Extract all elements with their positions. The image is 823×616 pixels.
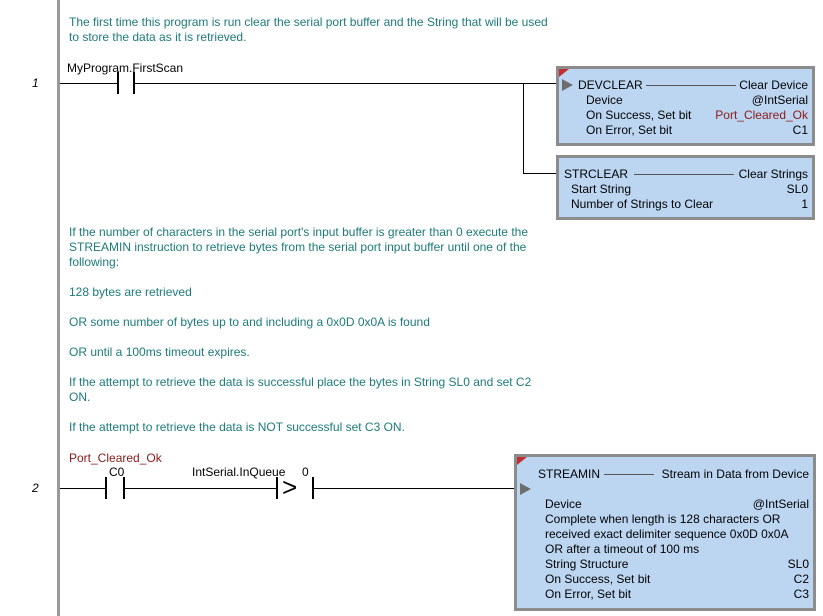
devclear-device-label: Device xyxy=(586,93,623,107)
rung1-branch-vertical xyxy=(523,83,524,174)
rung2-wire xyxy=(314,488,517,489)
rung1-wire xyxy=(60,83,117,84)
mnemonic-divider xyxy=(646,85,736,86)
comment-line: following: xyxy=(69,255,120,269)
comment-line: If the attempt to retrieve the data is N… xyxy=(69,420,405,434)
devclear-success-label: On Success, Set bit xyxy=(586,108,692,122)
comment-line: to store the data as it is retrieved. xyxy=(69,30,247,44)
left-power-rail xyxy=(57,0,60,616)
comment-line: 128 bytes are retrieved xyxy=(69,285,192,299)
streamin-device-label: Device xyxy=(545,497,582,511)
strclear-title: Clear Strings xyxy=(738,167,808,181)
devclear-error-value: C1 xyxy=(792,123,808,137)
strclear-start-label: Start String xyxy=(571,182,632,196)
contact-bar-right xyxy=(133,72,135,94)
enable-input-arrow-icon xyxy=(520,483,531,495)
mnemonic-divider xyxy=(604,474,654,475)
comment-line xyxy=(69,300,531,315)
streamin-string-value: SL0 xyxy=(787,557,809,571)
streamin-complete-line: OR after a timeout of 100 ms xyxy=(545,542,700,556)
compare-left-operand: IntSerial.InQueue xyxy=(192,465,286,479)
firstscan-contact-label: MyProgram.FirstScan xyxy=(67,61,184,75)
streamin-error-label: On Error, Set bit xyxy=(545,587,632,601)
contact-bar-right xyxy=(312,477,314,499)
comment-line: If the attempt to retrieve the data is s… xyxy=(69,375,532,389)
devclear-error-label: On Error, Set bit xyxy=(586,123,673,137)
streamin-title: Stream in Data from Device xyxy=(661,467,809,481)
streamin-instruction-box[interactable]: STREAMIN Stream in Data from Device Devi… xyxy=(514,454,816,611)
mnemonic-divider xyxy=(634,174,734,175)
comment-line: STREAMIN instruction to retrieve bytes f… xyxy=(69,240,527,254)
contact-bar-left xyxy=(117,72,119,94)
c0-contact[interactable] xyxy=(100,477,130,499)
devclear-mnemonic: DEVCLEAR xyxy=(578,78,643,92)
comment-line xyxy=(69,360,531,375)
streamin-string-label: String Structure xyxy=(545,557,629,571)
rung2-wire xyxy=(60,488,105,489)
streamin-success-value: C2 xyxy=(793,572,809,586)
instruction-flag-icon xyxy=(559,69,569,77)
streamin-complete-line: Complete when length is 128 characters O… xyxy=(545,512,781,526)
rung2-wire xyxy=(125,488,278,489)
streamin-mnemonic: STREAMIN xyxy=(538,467,601,481)
streamin-device-value: @IntSerial xyxy=(752,497,809,511)
rung2-number: 2 xyxy=(32,481,39,495)
streamin-success-label: On Success, Set bit xyxy=(545,572,651,586)
devclear-instruction-box[interactable]: DEVCLEAR Clear Device Device @IntSerial … xyxy=(556,66,815,146)
c0-contact-label: C0 xyxy=(109,465,125,479)
firstscan-contact[interactable] xyxy=(112,72,140,94)
strclear-count-label: Number of Strings to Clear xyxy=(571,197,714,211)
greater-than-operator: > xyxy=(282,472,298,502)
rung1-wire xyxy=(135,83,560,84)
streamin-error-value: C3 xyxy=(793,587,809,601)
devclear-success-value: Port_Cleared_Ok xyxy=(715,108,808,122)
comment-line xyxy=(69,330,531,345)
comment-line: The first time this program is run clear… xyxy=(69,15,548,29)
contact-bar-left xyxy=(105,477,107,499)
contact-bar-right xyxy=(123,477,125,499)
comment-line: OR until a 100ms timeout expires. xyxy=(69,345,250,359)
comment-line xyxy=(69,405,531,420)
strclear-mnemonic: STRCLEAR xyxy=(564,167,629,181)
streamin-complete-line: received exact delimiter sequence 0x0D 0… xyxy=(545,527,789,541)
devclear-device-value: @IntSerial xyxy=(751,93,808,107)
c0-nickname-tag: Port_Cleared_Ok xyxy=(69,451,162,465)
contact-bar-left xyxy=(276,477,278,499)
comment-line: If the number of characters in the seria… xyxy=(69,225,528,239)
comment-line: OR some number of bytes up to and includ… xyxy=(69,315,430,329)
instruction-flag-icon xyxy=(517,457,527,465)
rung1-comment[interactable]: The first time this program is run clear… xyxy=(69,15,548,45)
rung2-comment[interactable]: If the number of characters in the seria… xyxy=(69,225,531,435)
comment-line xyxy=(69,270,531,285)
strclear-start-value: SL0 xyxy=(786,182,808,196)
comment-line: ON. xyxy=(69,390,91,404)
compare-contact[interactable]: > xyxy=(273,472,319,502)
rung1-branch-horizontal xyxy=(523,173,558,174)
strclear-count-value: 1 xyxy=(801,197,808,211)
strclear-instruction-box[interactable]: STRCLEAR Clear Strings Start String SL0 … xyxy=(556,155,815,220)
enable-input-arrow-icon xyxy=(562,79,573,91)
compare-right-operand: 0 xyxy=(302,465,309,479)
devclear-title: Clear Device xyxy=(739,78,808,92)
rung1-number: 1 xyxy=(32,76,39,90)
